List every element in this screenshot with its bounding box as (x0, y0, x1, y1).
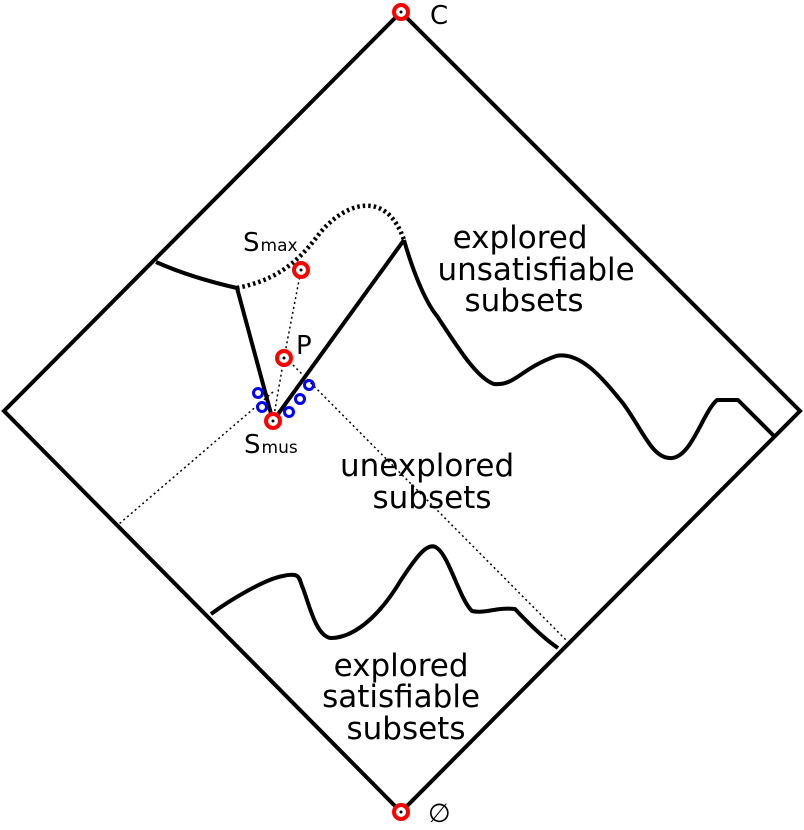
region-unexplored-label: unexplored subsets (340, 448, 524, 516)
region-sat-label: explored satisfiable subsets (322, 648, 490, 747)
unsat-boundary-left (155, 260, 238, 290)
region-unsat-label: explored unsatisfiable subsets (437, 220, 644, 319)
blue-marker (283, 406, 295, 418)
sat-boundary (209, 544, 560, 650)
label-s-max: Smax (243, 228, 298, 258)
blue-marker (294, 393, 306, 405)
blue-marker (303, 379, 315, 391)
unsat-boundary-right (402, 239, 777, 461)
label-p: P (296, 331, 312, 361)
region-sat-line: subsets (346, 711, 465, 747)
label-s-max-sub: max (261, 236, 298, 256)
blue-marker (256, 401, 268, 413)
node-s-max (292, 261, 310, 279)
node-top (392, 3, 410, 21)
guide-mus-p (272, 357, 285, 422)
node-p (275, 349, 293, 367)
node-bottom (392, 803, 410, 821)
region-unsat-line: subsets (464, 283, 583, 319)
label-s-max-base: S (243, 228, 260, 258)
label-bottom: ∅ (428, 799, 451, 829)
neighbor-markers (252, 379, 315, 418)
region-unsat-line: explored (453, 220, 588, 256)
label-s-mus-base: S (244, 430, 261, 460)
region-sat-line: explored (334, 648, 469, 684)
region-unexplored-line: unexplored (340, 448, 514, 484)
label-s-mus-sub: mus (262, 438, 298, 458)
blue-marker (252, 387, 264, 399)
region-unsat-line: unsatisfiable (437, 252, 634, 288)
region-sat-line: satisfiable (322, 679, 480, 715)
region-unexplored-line: subsets (372, 480, 491, 516)
label-s-mus: Smus (244, 430, 298, 460)
label-top: C (430, 1, 448, 31)
node-s-mus (264, 412, 282, 430)
unsat-frontier-dotted (236, 203, 407, 291)
guide-left (118, 391, 274, 525)
